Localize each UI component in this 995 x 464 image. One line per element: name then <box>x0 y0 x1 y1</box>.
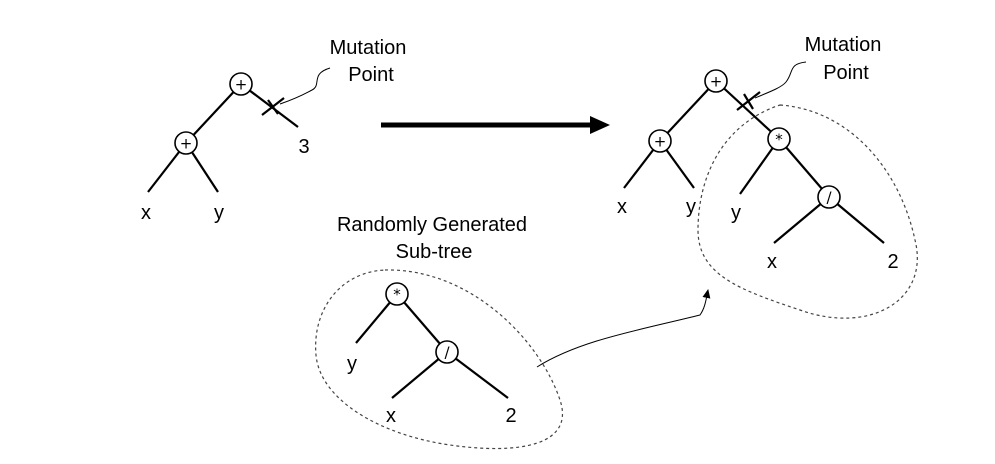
right-sub-leaf-y: y <box>731 202 741 224</box>
generated-subtree: Randomly Generated Sub-tree * / y x 2 <box>315 214 563 450</box>
subtree-mult-node <box>385 282 409 306</box>
subtree-leaf-x: x <box>386 405 396 427</box>
subtree-mult-op: * <box>393 286 401 304</box>
subtree-caption-1: Randomly Generated <box>337 214 527 236</box>
subtree-to-tree-connector <box>536 289 711 368</box>
right-mult-node <box>767 127 791 151</box>
right-root-node <box>704 69 728 93</box>
left-leaf-x: x <box>141 202 151 224</box>
transform-arrowhead <box>590 116 610 134</box>
right-div-op: / <box>826 189 832 207</box>
right-leaf-x: x <box>617 196 627 218</box>
right-mutation-callout <box>754 61 807 99</box>
right-mutation-label-1: Mutation <box>805 34 882 56</box>
left-plus-node <box>174 131 198 155</box>
right-plus-op: + <box>654 133 667 151</box>
left-root-node <box>229 72 253 96</box>
right-leaf-y: y <box>686 196 696 218</box>
right-div-node <box>817 185 841 209</box>
left-edge-root-plus <box>185 83 242 144</box>
right-root-op: + <box>710 73 723 91</box>
subtree-leaf-y: y <box>347 353 357 375</box>
right-mult-op: * <box>775 131 783 149</box>
left-mutation-label-1: Mutation <box>330 37 407 59</box>
right-mutation-label-2: Point <box>823 62 869 84</box>
subtree-outline <box>315 269 563 450</box>
right-tree: + + * / x y y x 2 Mutation Point <box>617 34 918 319</box>
subtree-caption-2: Sub-tree <box>396 241 473 263</box>
right-plus-node <box>648 129 672 153</box>
left-mutation-callout <box>279 67 331 105</box>
right-subtree-outline <box>697 104 918 319</box>
left-leaf-3: 3 <box>298 136 309 158</box>
left-mutation-label-2: Point <box>348 64 394 86</box>
right-sub-leaf-x: x <box>767 251 777 273</box>
left-edge-root-3 <box>240 83 299 128</box>
subtree-div-op: / <box>444 344 450 362</box>
left-plus-op: + <box>180 135 193 153</box>
right-sub-leaf-2: 2 <box>887 251 898 273</box>
subtree-leaf-2: 2 <box>505 405 516 427</box>
left-tree: + + x y 3 Mutation Point <box>141 37 406 224</box>
left-root-op: + <box>235 76 248 94</box>
subtree-div-node <box>435 340 459 364</box>
left-leaf-y: y <box>214 202 224 224</box>
